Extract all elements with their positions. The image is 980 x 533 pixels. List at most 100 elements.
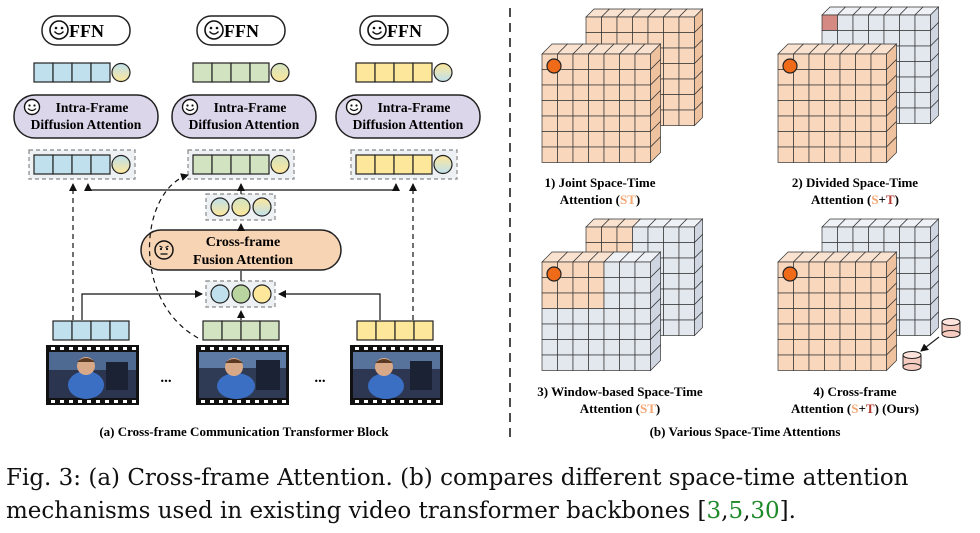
ellipsis-1: ... xyxy=(160,370,172,386)
cross-line1: Cross-frame xyxy=(206,235,280,250)
grid-cell xyxy=(541,131,558,148)
grid-cell xyxy=(777,146,794,163)
grid-cell xyxy=(855,354,872,371)
grid-cell xyxy=(870,277,887,294)
grid-cell xyxy=(557,100,574,117)
grid-cell xyxy=(899,76,916,93)
panel-b: 1) Joint Space-Time Attention (ST) 2) Di… xyxy=(537,6,961,439)
video-frame-3 xyxy=(350,345,443,405)
grid-cell xyxy=(663,242,680,259)
svg-text:Attention (ST): Attention (ST) xyxy=(560,192,641,207)
grid-cell xyxy=(603,115,620,132)
grid-cell xyxy=(647,226,664,243)
grid-cell xyxy=(588,323,605,340)
grid-cell xyxy=(870,354,887,371)
token-cylinder xyxy=(902,363,922,371)
grid-cell xyxy=(777,339,794,356)
intra-attention-block-1: Intra-Frame Diffusion Attention xyxy=(13,94,159,139)
grid-cell xyxy=(663,273,680,290)
grid-cell xyxy=(914,92,931,109)
grid-cell xyxy=(601,226,618,243)
grid-cell xyxy=(588,339,605,356)
grid-cell xyxy=(634,292,651,309)
grid-cell xyxy=(557,292,574,309)
grid-cell xyxy=(678,304,695,321)
grid-cell xyxy=(914,319,931,336)
smile-icon xyxy=(181,98,199,116)
ffn-label: FFN xyxy=(224,21,259,41)
grid-cell xyxy=(572,292,589,309)
grid-cell xyxy=(619,308,636,325)
grid-cell xyxy=(619,115,636,132)
citation-link[interactable]: 3 xyxy=(706,498,722,524)
citation-link[interactable]: 30 xyxy=(750,498,780,524)
grid-cell xyxy=(914,226,931,243)
grid-cell xyxy=(868,226,885,243)
label-divided: 2) Divided Space-Time Attention (S+T) xyxy=(792,175,918,207)
grid-cell xyxy=(824,146,841,163)
grid-cell xyxy=(824,277,841,294)
grid-cell xyxy=(899,242,916,259)
grid-cell xyxy=(619,84,636,101)
grid-cell xyxy=(821,226,838,243)
smile-icon xyxy=(49,20,69,40)
panel-b-caption: (b) Various Space-Time Attentions xyxy=(650,424,841,439)
grid-cell xyxy=(839,277,856,294)
grid-cell xyxy=(777,115,794,132)
grid-cell xyxy=(824,53,841,70)
grid-cell xyxy=(541,292,558,309)
grid-cell xyxy=(588,146,605,163)
grid-cell xyxy=(603,354,620,371)
grid-cell xyxy=(914,14,931,31)
grid-cell xyxy=(678,109,695,126)
token-row-top-2 xyxy=(192,62,290,83)
grid-cell xyxy=(588,308,605,325)
grid-cell xyxy=(914,45,931,62)
grid-cell xyxy=(541,339,558,356)
grid-cell xyxy=(616,16,633,33)
grid-cell xyxy=(663,288,680,305)
grid-cell xyxy=(603,131,620,148)
grid-cell xyxy=(603,339,620,356)
grid-cell xyxy=(914,257,931,274)
grid-cell xyxy=(678,47,695,64)
grid-cell xyxy=(914,107,931,124)
smile-icon xyxy=(23,98,41,116)
grid-cell xyxy=(619,261,636,278)
video-frame-2 xyxy=(196,345,289,405)
grid-cell xyxy=(585,226,602,243)
grid-cell xyxy=(808,339,825,356)
query-token-dot xyxy=(782,266,798,282)
grid-cell xyxy=(870,131,887,148)
grid-cell xyxy=(793,131,810,148)
grid-cell xyxy=(824,354,841,371)
fused-tokens-top xyxy=(205,193,276,221)
label-window: 3) Window-based Space-Time Attention (ST… xyxy=(537,384,703,416)
intra-line1: Intra-Frame xyxy=(378,100,451,115)
grid-cell xyxy=(678,242,695,259)
grid-cell xyxy=(619,277,636,294)
grid-cell xyxy=(839,131,856,148)
grid-cell xyxy=(808,146,825,163)
grid-cell xyxy=(855,339,872,356)
grid-cell xyxy=(603,323,620,340)
grid-cell xyxy=(603,53,620,70)
figure: FFN FFN FFN xyxy=(13,6,961,439)
grid-cell xyxy=(541,323,558,340)
grid-cell xyxy=(824,131,841,148)
grid-cell xyxy=(855,69,872,86)
grid-cell xyxy=(557,339,574,356)
grid-cell xyxy=(839,146,856,163)
grid-cell xyxy=(572,339,589,356)
grid-cell xyxy=(839,69,856,86)
grid-cell xyxy=(634,53,651,70)
grid-cell xyxy=(855,84,872,101)
intra-line2: Diffusion Attention xyxy=(353,117,464,132)
token-row-mid-2 xyxy=(187,149,295,180)
grid-cell xyxy=(634,354,651,371)
grid-cell xyxy=(678,257,695,274)
grid-cell xyxy=(603,146,620,163)
citation-link[interactable]: 5 xyxy=(728,498,744,524)
grid-cell xyxy=(793,84,810,101)
grid-cell xyxy=(541,84,558,101)
